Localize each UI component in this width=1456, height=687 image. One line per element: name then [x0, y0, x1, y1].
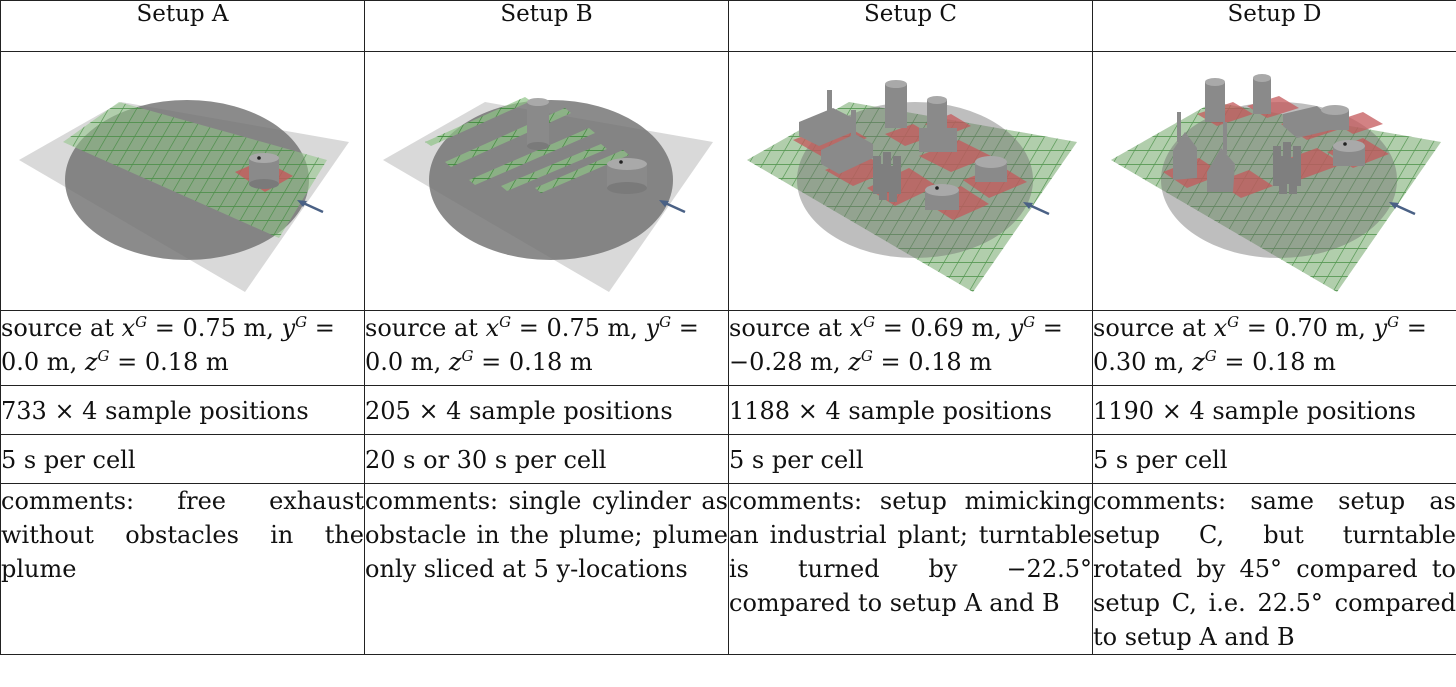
- setup-c-render: [728, 51, 1093, 311]
- image-row: [0, 51, 1456, 311]
- z-symbol: zG: [84, 347, 110, 376]
- comments-row: comments: free exhaust without obstacles…: [0, 483, 1456, 655]
- samples-cell-c: 1188 × 4 sample positions: [728, 385, 1093, 435]
- source-cell-b: source at xG = 0.75 m, yG = 0.0 m, zG = …: [364, 310, 729, 386]
- setup-b-render: [364, 51, 729, 311]
- source-prefix: source at: [1, 314, 114, 342]
- comment-cell-a: comments: free exhaust without obstacles…: [0, 483, 365, 655]
- stack-cluster: [1273, 142, 1301, 194]
- wind-arrow-icon: [297, 200, 324, 214]
- setup-b-illustration: [383, 97, 713, 292]
- source-x-value: 0.69 m: [910, 314, 995, 342]
- samples-cell-a: 733 × 4 sample positions: [0, 385, 365, 435]
- setup-table: Setup A Setup B Setup C Setup D: [0, 0, 1456, 655]
- setup-c-illustration: [747, 80, 1077, 292]
- x-symbol: xG: [1213, 313, 1240, 342]
- time-cell-b: 20 s or 30 s per cell: [364, 434, 729, 484]
- z-symbol: zG: [448, 347, 474, 376]
- source-prefix: source at: [365, 314, 478, 342]
- samples-cell-d: 1190 × 4 sample positions: [1092, 385, 1456, 435]
- source-z-value: 0.18 m: [144, 348, 229, 376]
- y-symbol: yG: [1009, 313, 1036, 342]
- setup-d-render: [1092, 51, 1456, 311]
- comment-cell-c: comments: setup mimicking an industrial …: [728, 483, 1093, 655]
- time-per-cell-row: 5 s per cell 20 s or 30 s per cell 5 s p…: [0, 434, 1456, 484]
- source-prefix: source at: [729, 314, 842, 342]
- stack-cluster: [873, 152, 901, 202]
- header-setup-c: Setup C: [728, 0, 1093, 52]
- source-y-value: 0.0 m: [365, 348, 434, 376]
- cylinder-obstacle: [527, 98, 549, 150]
- source-prefix: source at: [1093, 314, 1206, 342]
- source-cell-a: source at xG = 0.75 m, yG = 0.0 m, zG = …: [0, 310, 365, 386]
- building-obstacles: [1173, 74, 1365, 192]
- time-cell-c: 5 s per cell: [728, 434, 1093, 484]
- source-z-value: 0.18 m: [508, 348, 593, 376]
- setup-a-render: [0, 51, 365, 311]
- source-stack: [249, 153, 279, 189]
- source-cell-d: source at xG = 0.70 m, yG = 0.30 m, zG =…: [1092, 310, 1456, 386]
- measurement-grid: [63, 102, 327, 238]
- time-cell-d: 5 s per cell: [1092, 434, 1456, 484]
- setup-d-illustration: [1111, 74, 1441, 292]
- comment-cell-b: comments: single cylinder as obstacle in…: [364, 483, 729, 655]
- source-stack: [607, 158, 647, 194]
- time-cell-a: 5 s per cell: [0, 434, 365, 484]
- x-symbol: xG: [121, 313, 148, 342]
- source-cell-c: source at xG = 0.69 m, yG = −0.28 m, zG …: [728, 310, 1093, 386]
- header-setup-d: Setup D: [1092, 0, 1456, 52]
- y-symbol: yG: [281, 313, 308, 342]
- source-x-value: 0.70 m: [1274, 314, 1359, 342]
- x-symbol: xG: [849, 313, 876, 342]
- y-symbol: yG: [1373, 313, 1400, 342]
- z-symbol: zG: [1192, 347, 1217, 376]
- setup-a-illustration: [19, 100, 349, 292]
- source-y-value: −0.28 m: [729, 348, 833, 376]
- header-setup-b: Setup B: [364, 0, 729, 52]
- y-symbol: yG: [645, 313, 672, 342]
- samples-cell-b: 205 × 4 sample positions: [364, 385, 729, 435]
- wind-arrow-icon: [1389, 202, 1416, 216]
- source-x-value: 0.75 m: [182, 314, 267, 342]
- source-y-value: 0.0 m: [1, 348, 70, 376]
- wind-arrow-icon: [659, 200, 686, 214]
- header-row: Setup A Setup B Setup C Setup D: [0, 0, 1456, 52]
- z-symbol: zG: [848, 347, 873, 376]
- wind-arrow-icon: [1023, 202, 1050, 216]
- x-symbol: xG: [485, 313, 512, 342]
- sample-positions-row: 733 × 4 sample positions 205 × 4 sample …: [0, 385, 1456, 435]
- building-obstacles: [799, 80, 1007, 210]
- turntable-disc: [429, 100, 673, 260]
- source-position-row: source at xG = 0.75 m, yG = 0.0 m, zG = …: [0, 310, 1456, 386]
- header-setup-a: Setup A: [0, 0, 365, 52]
- source-x-value: 0.75 m: [546, 314, 631, 342]
- source-y-value: 0.30 m: [1093, 348, 1177, 376]
- comment-cell-d: comments: same setup as setup C, but tur…: [1092, 483, 1456, 655]
- source-z-value: 0.18 m: [908, 348, 993, 376]
- source-z-value: 0.18 m: [1252, 348, 1336, 376]
